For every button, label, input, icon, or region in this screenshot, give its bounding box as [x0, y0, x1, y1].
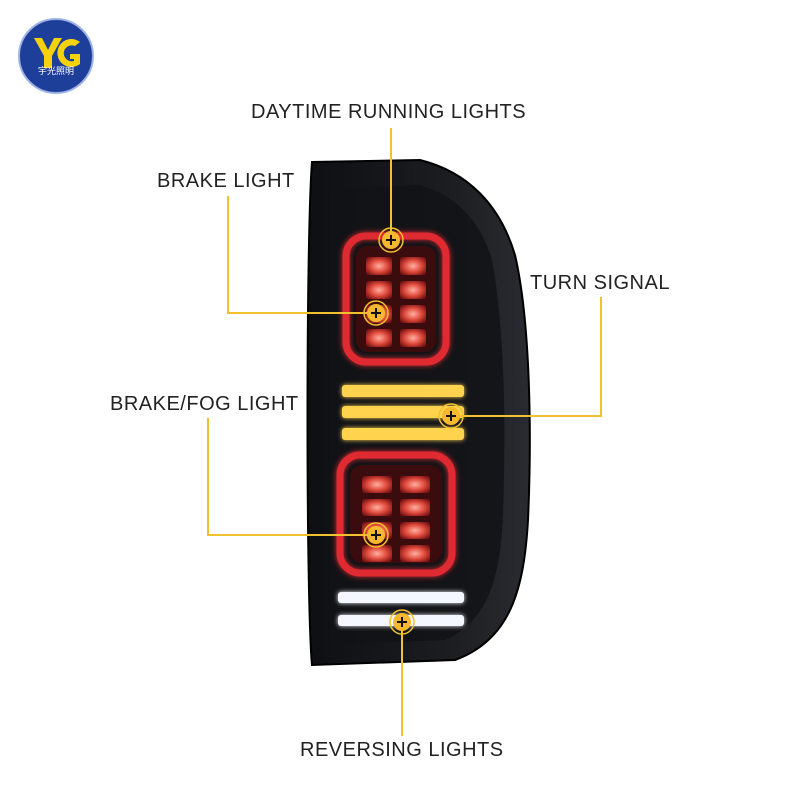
upper-led-cell [400, 257, 426, 275]
turn-signal-bars [342, 385, 464, 440]
turn-signal-bar-2 [342, 406, 464, 418]
plus-icon [386, 235, 396, 245]
label-reversing-lights: REVERSING LIGHTS [300, 739, 504, 761]
callout-line-turn [451, 297, 602, 417]
upper-led-cell [366, 257, 392, 275]
logo-caption: 宇光照明 [37, 67, 74, 77]
upper-led-cell [400, 281, 426, 299]
lower-led-cell [362, 476, 392, 493]
marker-ring-daytime [378, 227, 404, 253]
upper-led-cell [400, 329, 426, 347]
reversing-bar-1 [338, 592, 464, 603]
callout-lines [207, 128, 602, 736]
plus-icon [371, 530, 381, 540]
callout-markers [363, 227, 464, 635]
label-turn-signal: TURN SIGNAL [530, 272, 670, 294]
turn-signal-bar-1 [342, 385, 464, 397]
lower-led-cell [400, 476, 430, 493]
label-brake-light: BRAKE LIGHT [157, 170, 295, 192]
label-daytime-running-lights: DAYTIME RUNNING LIGHTS [251, 101, 527, 123]
yg-logo-icon [34, 38, 80, 68]
plus-icon [446, 411, 456, 421]
turn-signal-bar-3 [342, 428, 464, 440]
lower-led-cell [362, 499, 392, 516]
lower-brake-fog-cells [362, 476, 430, 562]
brand-logo: 宇光照明 [18, 18, 94, 94]
brake-fog-ring [336, 451, 456, 577]
marker-ring-brake-fog [363, 522, 389, 548]
plus-icon [397, 617, 407, 627]
upper-led-cell [400, 305, 426, 323]
upper-led-cell [366, 329, 392, 347]
label-brake-fog-light: BRAKE/FOG LIGHT [110, 393, 299, 415]
marker-ring-reversing [389, 609, 415, 635]
marker-ring-turn [438, 403, 464, 429]
lower-led-cell [400, 545, 430, 562]
callout-line-brake-fog [207, 418, 376, 536]
lower-led-cell [400, 522, 430, 539]
callout-line-brake [227, 196, 376, 314]
lower-led-cell [400, 499, 430, 516]
upper-led-cell [366, 281, 392, 299]
marker-ring-brake [363, 300, 389, 326]
plus-icon [371, 308, 381, 318]
lower-led-cell [362, 545, 392, 562]
